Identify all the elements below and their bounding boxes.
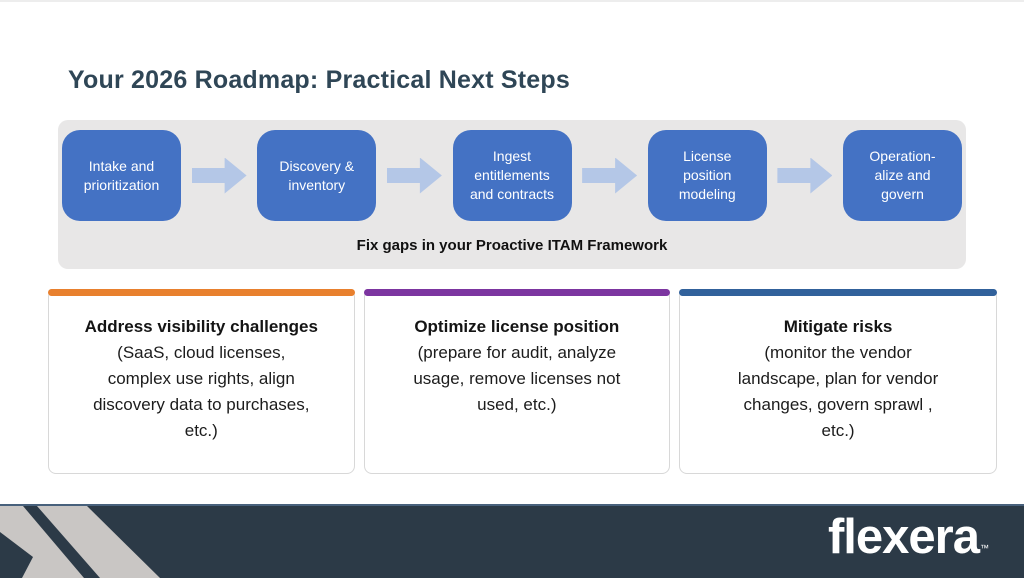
card-body: (prepare for audit, analyze usage, remov… [413, 343, 621, 414]
card-title: Optimize license position [414, 317, 620, 336]
card-optimize: Optimize license position (prepare for a… [363, 289, 671, 474]
card-body: (monitor the vendor landscape, plan for … [737, 343, 939, 440]
right-arrow-icon [191, 157, 247, 194]
flow-step-intake: Intake and prioritization [62, 130, 181, 221]
flow-step-discovery: Discovery & inventory [257, 130, 377, 221]
card-body: (SaaS, cloud licenses, complex use right… [93, 343, 310, 440]
flow-step-operationalize: Operation- alize and govern [843, 130, 962, 221]
flexera-logo: flexera™ [827, 510, 989, 576]
roadmap-flow-panel: Intake and prioritization Discovery & in… [58, 120, 966, 269]
flow-step-entitlements: Ingest entitlements and contracts [452, 130, 572, 221]
card-mitigate: Mitigate risks (monitor the vendor lands… [679, 289, 998, 474]
page-title: Your 2026 Roadmap: Practical Next Steps [68, 66, 570, 94]
card-accent-bar [679, 289, 998, 296]
chevron-stripes-icon [0, 504, 1024, 578]
right-arrow-icon [777, 157, 833, 194]
roadmap-flow-row: Intake and prioritization Discovery & in… [62, 130, 962, 221]
right-arrow-icon [386, 157, 442, 194]
cards-row: Address visibility challenges (SaaS, clo… [48, 289, 998, 474]
card-accent-bar [48, 289, 355, 296]
trademark-symbol: ™ [980, 543, 989, 553]
card-accent-bar [363, 289, 671, 296]
flexera-logo-text: flexera [827, 510, 980, 564]
right-arrow-icon [582, 157, 638, 194]
flow-step-license-modeling: License position modeling [647, 130, 767, 221]
flow-caption: Fix gaps in your Proactive ITAM Framewor… [356, 237, 668, 254]
card-title: Address visibility challenges [84, 317, 318, 336]
card-title: Mitigate risks [783, 317, 893, 336]
footer-band: flexera™ [0, 504, 1024, 578]
card-visibility: Address visibility challenges (SaaS, clo… [48, 289, 355, 474]
